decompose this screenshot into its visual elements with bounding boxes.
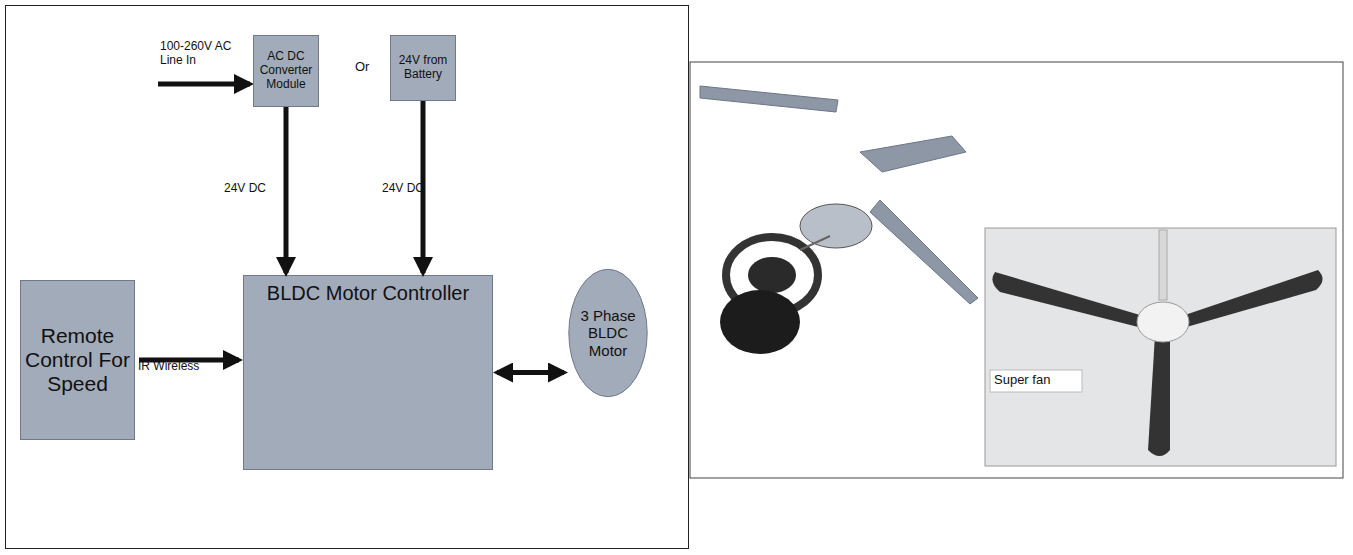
input-label: 100-260V AC Line In — [160, 40, 232, 68]
edge-label: 24V DC — [382, 182, 424, 196]
photo-panel — [690, 62, 1343, 478]
node-text: AC DC Converter Module — [257, 50, 315, 91]
fan-blade — [870, 200, 978, 304]
photo-label-box — [990, 370, 1082, 392]
node-text: BLDC Motor Controller — [267, 282, 469, 305]
process-box: Remote Control For Speed — [20, 280, 135, 440]
fan-blade — [860, 136, 966, 172]
process-box: AC DC Converter Module — [253, 35, 319, 107]
fan-blade — [1148, 335, 1170, 456]
flow-arrow — [284, 107, 289, 273]
motor-ellipse: 3 Phase BLDC Motor — [568, 268, 648, 398]
process-box: 24V from Battery — [390, 35, 456, 101]
edge-label: IR Wireless — [138, 360, 199, 374]
input-arrow — [158, 82, 250, 87]
stator — [748, 257, 796, 293]
assembly-line — [800, 236, 830, 250]
down-rod — [1159, 230, 1167, 300]
node-text: 24V from Battery — [394, 54, 452, 82]
or-label: Or — [355, 60, 385, 75]
hub-cover — [800, 204, 872, 248]
edge-label: 24V DC — [224, 182, 266, 196]
node-text: Remote Control For Speed — [24, 324, 131, 396]
fan-blade — [700, 86, 838, 112]
photo-caption: Super fan — [994, 373, 1080, 388]
fan-blade — [1176, 270, 1323, 330]
process-box: BLDC Motor Controller — [243, 275, 493, 470]
flow-arrow — [497, 370, 564, 375]
node-text: 3 Phase BLDC Motor — [571, 307, 645, 359]
fan-photo — [985, 228, 1336, 466]
ellipse-shape — [569, 269, 647, 396]
fan-blade — [992, 272, 1150, 330]
fan-hub — [1137, 302, 1189, 342]
motor-base — [720, 290, 800, 354]
